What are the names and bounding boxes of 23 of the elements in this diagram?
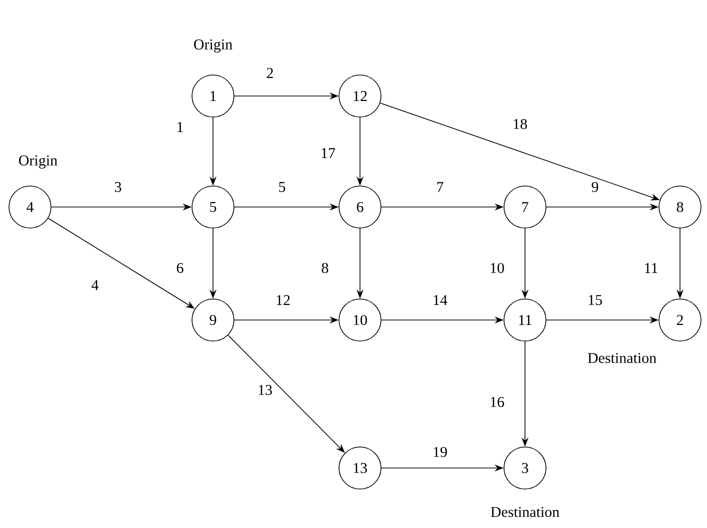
edge-label: 8: [322, 262, 328, 274]
edge-label: 10: [490, 262, 504, 274]
node-caption: Destination: [490, 506, 560, 518]
edge-label: 4: [92, 280, 99, 290]
edge-label: 17: [322, 148, 336, 158]
edge-label: 12: [276, 295, 290, 305]
edge-label: 16: [490, 396, 504, 408]
edge-label: 9: [592, 182, 598, 192]
edge-label: 13: [258, 384, 272, 396]
node-caption: Origin: [194, 39, 232, 53]
edge-label: 1: [178, 122, 183, 132]
node-caption: Destination: [588, 352, 656, 364]
edge-label: 3: [114, 182, 122, 192]
edge-label: 18: [514, 118, 527, 130]
edge-label: 5: [279, 182, 286, 192]
edge-label: 15: [588, 294, 602, 306]
node-caption: Origin: [19, 155, 58, 169]
edge-label: 6: [176, 262, 184, 274]
edge-label: 2: [266, 68, 273, 78]
edge-label: 14: [434, 295, 448, 305]
edge-label: 11: [645, 263, 658, 273]
edge-label: 19: [434, 446, 447, 458]
edge-label: 7: [437, 182, 444, 192]
